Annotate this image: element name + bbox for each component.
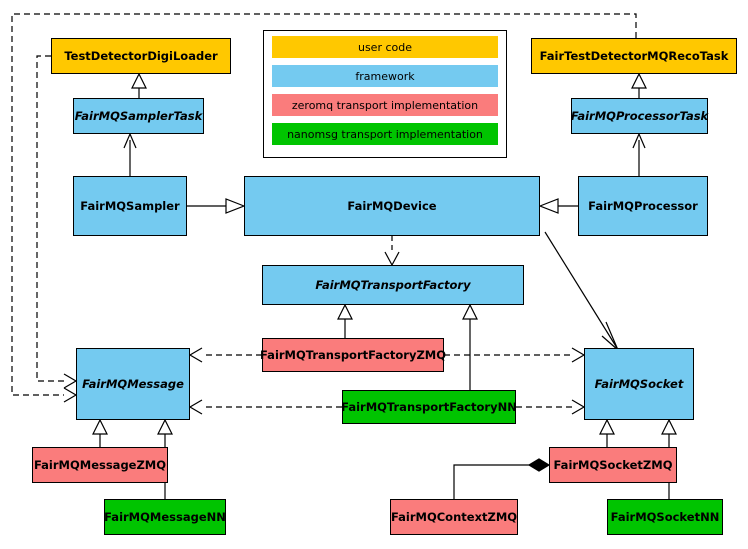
edge-factoryzmq-creates-socket xyxy=(444,347,586,363)
edge-recotask-generalizes-processortask xyxy=(631,72,647,98)
edge-device-uses-socket xyxy=(544,231,619,351)
class-label: FairMQProcessorTask xyxy=(570,108,709,123)
class-label: FairMQTransportFactoryNN xyxy=(341,399,517,414)
class-box-FairMQSocketZMQ[interactable]: FairMQSocketZMQ xyxy=(549,447,677,483)
edge-digiloader-uses-message xyxy=(36,55,78,389)
class-label: FairMQProcessor xyxy=(588,198,698,213)
class-box-FairMQContextZMQ[interactable]: FairMQContextZMQ xyxy=(390,499,518,535)
class-label: FairMQMessageZMQ xyxy=(33,457,167,472)
class-box-FairMQSocketNN[interactable]: FairMQSocketNN xyxy=(607,499,723,535)
legend-label: zeromq transport implementation xyxy=(291,98,479,112)
edge-message-generalizes-messagezmq xyxy=(92,418,108,447)
class-box-FairTestDetectorMQRecoTask[interactable]: FairTestDetectorMQRecoTask xyxy=(531,38,737,74)
class-label: FairMQMessage xyxy=(82,376,184,391)
class-label: FairMQTransportFactory xyxy=(315,277,471,292)
class-box-FairMQSamplerTask[interactable]: FairMQSamplerTask xyxy=(73,98,204,134)
class-box-TestDetectorDigiLoader[interactable]: TestDetectorDigiLoader xyxy=(51,38,231,74)
legend-item-framework: framework xyxy=(272,65,498,87)
legend-item-user-code: user code xyxy=(272,36,498,58)
edge-factorynn-creates-message xyxy=(188,399,342,415)
class-label: FairMQDevice xyxy=(347,198,437,213)
class-box-FairMQSocket[interactable]: FairMQSocket xyxy=(584,348,694,420)
class-box-FairMQSampler[interactable]: FairMQSampler xyxy=(73,176,187,236)
class-box-FairMQMessageNN[interactable]: FairMQMessageNN xyxy=(104,499,226,535)
edge-socketzmq-composes-contextzmq xyxy=(453,458,551,499)
class-box-FairMQTransportFactoryZMQ[interactable]: FairMQTransportFactoryZMQ xyxy=(260,338,447,372)
class-box-FairMQMessage[interactable]: FairMQMessage xyxy=(76,348,190,420)
class-label: FairTestDetectorMQRecoTask xyxy=(539,48,729,63)
class-label: FairMQSamplerTask xyxy=(74,108,203,123)
edge-processor-uses-processortask xyxy=(632,132,646,176)
class-label: FairMQContextZMQ xyxy=(390,509,518,524)
edge-factorynn-creates-socket xyxy=(516,399,586,415)
legend-label: nanomsg transport implementation xyxy=(287,127,483,141)
class-box-FairMQTransportFactory[interactable]: FairMQTransportFactory xyxy=(262,265,524,305)
edge-device-generalizes-sampler xyxy=(187,198,246,214)
edge-digiloader-generalizes-samplertask xyxy=(131,72,147,98)
edge-factory-generalizes-factoryzmq xyxy=(337,303,353,338)
edge-sampler-uses-samplertask xyxy=(123,132,137,176)
class-label: FairMQSampler xyxy=(80,198,180,213)
class-box-FairMQMessageZMQ[interactable]: FairMQMessageZMQ xyxy=(32,447,168,483)
edge-factoryzmq-creates-message xyxy=(188,347,262,363)
class-label: FairMQSocket xyxy=(594,376,684,391)
edge-device-uses-transportfactory xyxy=(384,236,400,267)
class-box-FairMQProcessorTask[interactable]: FairMQProcessorTask xyxy=(571,98,708,134)
legend-label: user code xyxy=(357,40,413,54)
class-label: FairMQTransportFactoryZMQ xyxy=(260,347,447,362)
class-box-FairMQProcessor[interactable]: FairMQProcessor xyxy=(578,176,708,236)
edge-socket-generalizes-socketzmq xyxy=(599,418,615,447)
legend-label: framework xyxy=(355,69,415,83)
class-label: FairMQMessageNN xyxy=(104,509,226,524)
class-label: TestDetectorDigiLoader xyxy=(64,48,218,63)
class-label: FairMQSocketNN xyxy=(610,509,720,524)
edge-factory-generalizes-factorynn xyxy=(462,303,478,390)
legend-item-zeromq: zeromq transport implementation xyxy=(272,94,498,116)
class-label: FairMQSocketZMQ xyxy=(553,457,673,472)
class-box-FairMQTransportFactoryNN[interactable]: FairMQTransportFactoryNN xyxy=(341,390,517,424)
edge-device-generalizes-processor xyxy=(538,198,578,214)
class-box-FairMQDevice[interactable]: FairMQDevice xyxy=(244,176,540,236)
legend-item-nanomsg: nanomsg transport implementation xyxy=(272,123,498,145)
